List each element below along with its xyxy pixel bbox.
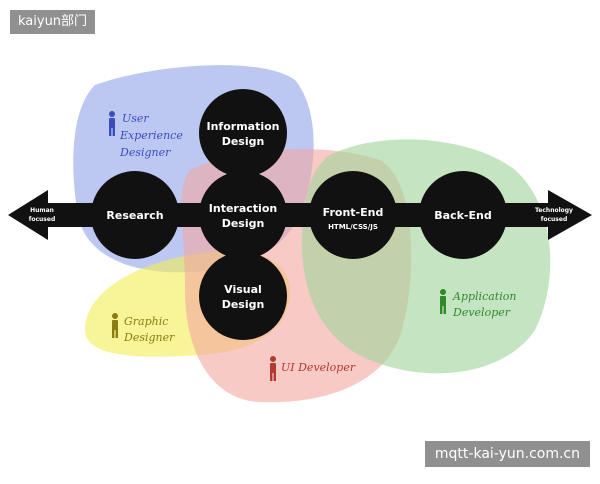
right-arrowhead xyxy=(548,190,592,240)
information-design-node xyxy=(199,89,287,177)
graphic-designer-label-2: Designer xyxy=(123,331,175,344)
interaction-design-node xyxy=(199,171,287,259)
ui-developer-label: UI Developer xyxy=(281,361,356,374)
research-node xyxy=(91,171,179,259)
ui-developer-person-icon xyxy=(270,356,276,381)
back-end-node xyxy=(419,171,507,259)
ux-designer-label-3: Designer xyxy=(119,146,171,159)
interaction-design-label-1: Interaction xyxy=(209,202,277,215)
research-label: Research xyxy=(106,209,163,222)
axis-left-label-2: focused xyxy=(29,216,56,223)
application-developer-person-icon xyxy=(440,289,446,314)
axis-left-label-1: Human xyxy=(30,207,54,214)
watermark-bottom: mqtt-kai-yun.com.cn xyxy=(424,441,590,467)
visual-design-label-2: Design xyxy=(222,298,265,311)
visual-design-node xyxy=(199,252,287,340)
interaction-design-label-2: Design xyxy=(222,217,265,230)
axis-right-label-1: Technology xyxy=(535,207,573,214)
axis-right-label-2: focused xyxy=(541,216,568,223)
visual-design-label-1: Visual xyxy=(224,283,262,296)
graphic-designer-person-icon xyxy=(112,313,118,338)
information-design-label-2: Design xyxy=(222,135,265,148)
left-arrowhead xyxy=(8,190,48,240)
front-end-sub-label: HTML/CSS/JS xyxy=(328,223,378,231)
graphic-designer-label-1: Graphic xyxy=(124,315,168,328)
application-developer-label-2: Developer xyxy=(452,306,511,319)
ux-designer-label-2: Experience xyxy=(119,129,183,142)
information-design-label-1: Information xyxy=(207,120,280,133)
ux-designer-person-icon xyxy=(109,111,115,136)
ux-designer-label-1: User xyxy=(122,112,149,125)
watermark-top: kaiyun部门 xyxy=(10,10,96,34)
front-end-node xyxy=(309,171,397,259)
application-developer-label-1: Application xyxy=(452,290,516,303)
front-end-label: Front-End xyxy=(323,206,384,219)
back-end-label: Back-End xyxy=(434,209,491,222)
